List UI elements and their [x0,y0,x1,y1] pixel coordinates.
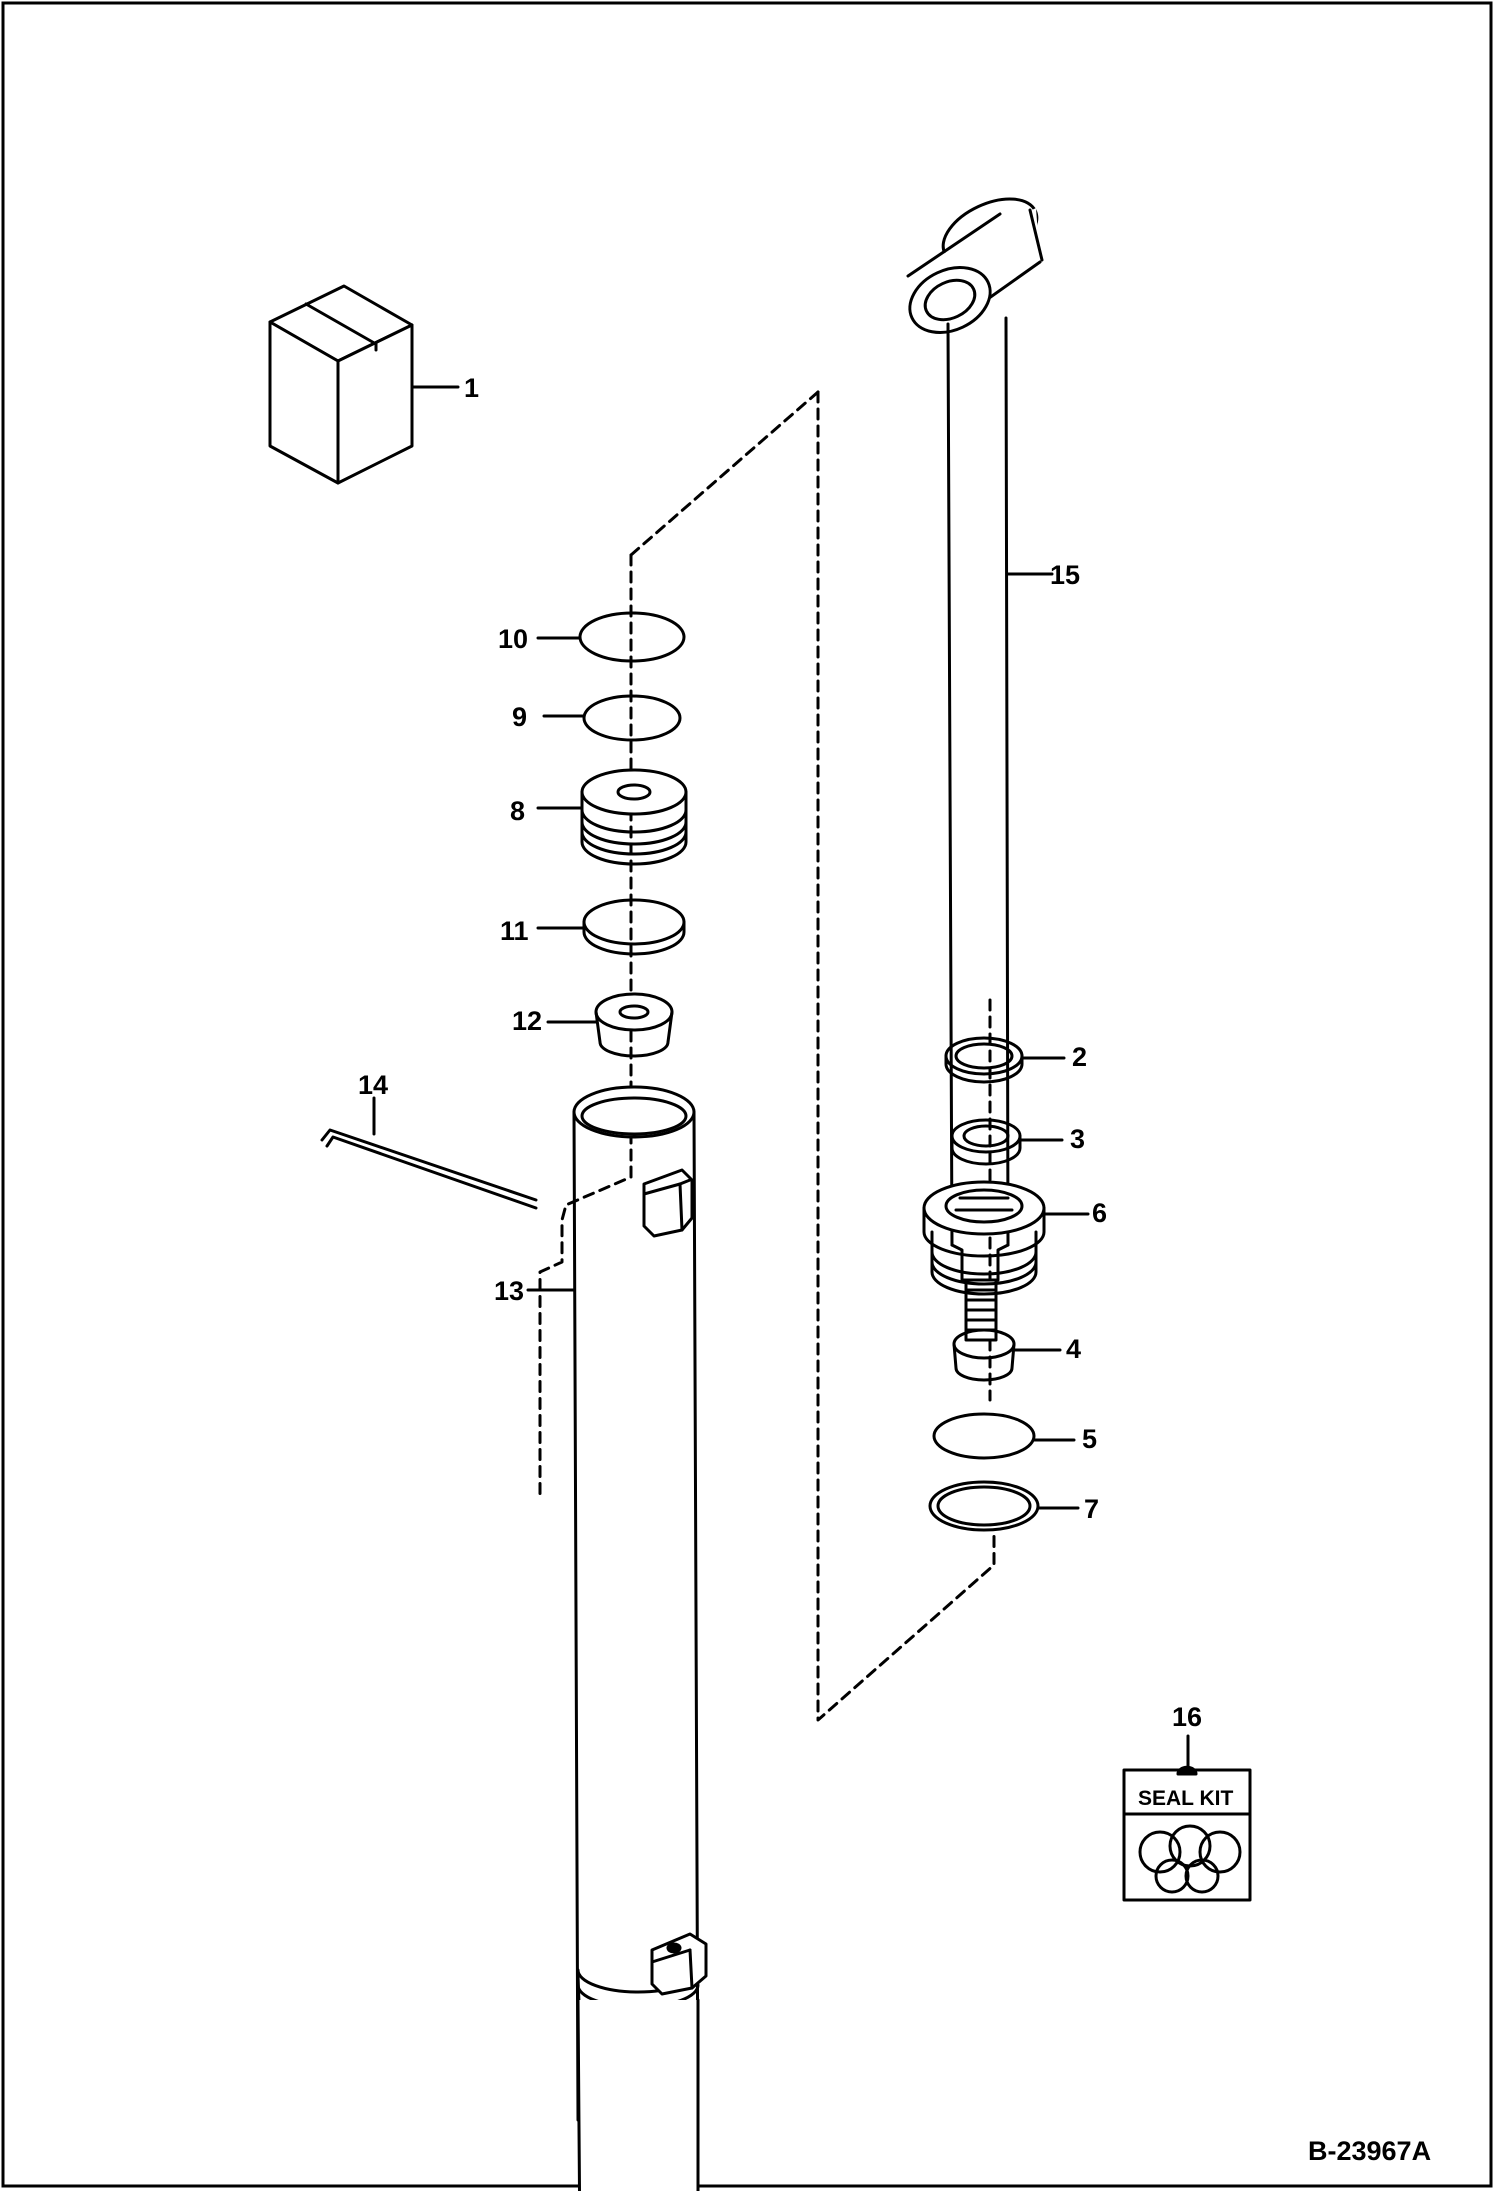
assembly-dashed-path-right [816,390,996,1722]
callout-4: 4 [1066,1334,1081,1364]
callout-12: 12 [512,1006,542,1036]
part-2-seal [944,1036,1024,1084]
callout-8: 8 [510,796,525,826]
callout-16: 16 [1172,1702,1202,1732]
callout-3: 3 [1070,1124,1085,1154]
part-7-backup-ring [928,1480,1040,1532]
part-9-oring [582,694,682,742]
part-13-barrel [572,1085,708,2191]
part-10-oring [578,611,686,663]
callout-13: 13 [494,1276,524,1306]
callout-7: 7 [1084,1494,1099,1524]
callout-10: 10 [498,624,528,654]
assembly-dashed-path [538,553,633,1502]
part-5-oring [932,1412,1036,1460]
callout-11: 11 [500,916,529,946]
callout-2: 2 [1072,1042,1087,1072]
part-4-bushing [952,1328,1016,1382]
part-14-pin [320,1128,538,1210]
part-11-wear-ring [582,898,686,956]
callout-6: 6 [1092,1198,1107,1228]
callout-5: 5 [1082,1424,1097,1454]
part-3-wiper [950,1118,1022,1166]
seal-kit-label: SEAL KIT [1138,1787,1233,1810]
figure-reference: B-23967A [1308,2136,1431,2166]
callout-15: 15 [1050,560,1080,590]
assembly-dashed-path-top [629,390,820,557]
callout-1: 1 [464,373,479,403]
callout-9: 9 [512,702,527,732]
part-16-seal-kit [1122,1765,1252,1902]
part-15-rod [906,197,1044,1342]
part-6-gland [922,1180,1046,1296]
part-8-piston [580,768,688,866]
leader-lines [372,385,1190,1770]
part-12-nut [594,992,674,1058]
callout-14: 14 [358,1070,388,1100]
part-1-box [268,284,414,485]
